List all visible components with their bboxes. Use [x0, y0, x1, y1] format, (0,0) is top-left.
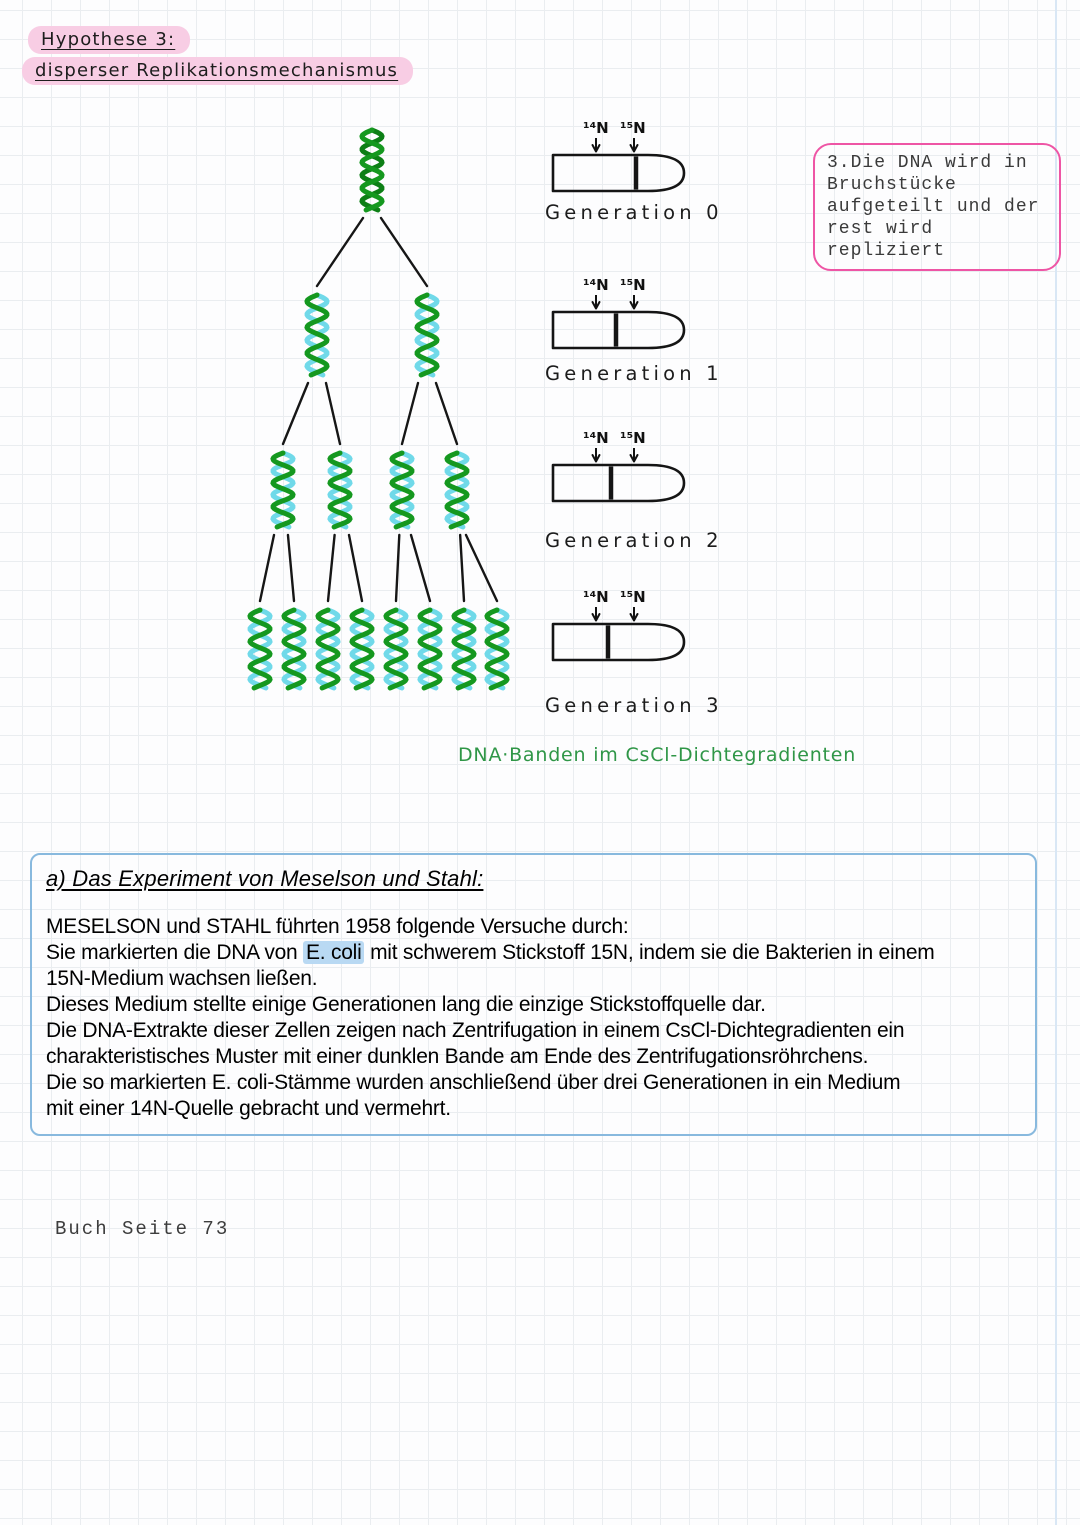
experiment-body: MESELSON und STAHL führten 1958 folgende…: [46, 914, 1021, 1122]
n14-label: ¹⁴N: [583, 119, 609, 137]
dna-helix-strand: [389, 450, 415, 530]
n14-label: ¹⁴N: [583, 276, 609, 294]
n15-label: ¹⁵N: [620, 429, 646, 447]
dna-helix-strand: [417, 607, 443, 691]
n15-arrow: [629, 301, 639, 310]
note-line: Bruchstücke: [827, 175, 957, 195]
branch-line: [347, 533, 364, 603]
branch-line: [434, 381, 459, 446]
generation-label: Generation 0: [545, 201, 723, 224]
text-segment: MESELSON und STAHL führten 1958 folgende…: [46, 915, 629, 938]
text-segment: 15N-Medium wachsen ließen.: [46, 967, 318, 990]
experiment-text-line: MESELSON und STAHL führten 1958 folgende…: [46, 914, 1021, 940]
test-tube: [551, 463, 686, 503]
dna-helix-strand: [315, 607, 341, 691]
n14-label: ¹⁴N: [583, 588, 609, 606]
text-segment: mit einer 14N-Quelle gebracht und vermeh…: [46, 1097, 451, 1120]
text-segment: charakteristisches Muster mit einer dunk…: [46, 1045, 869, 1068]
experiment-box: a) Das Experiment von Meselson und Stahl…: [30, 853, 1037, 1136]
n14-arrow: [591, 301, 601, 310]
page-margin-line: [1055, 0, 1057, 1525]
experiment-heading: a) Das Experiment von Meselson und Stahl…: [46, 866, 484, 891]
text-segment: mit schwerem Stickstoff 15N, indem sie d…: [364, 941, 935, 964]
branch-line: [286, 533, 296, 603]
text-segment: Die DNA-Extrakte dieser Zellen zeigen na…: [46, 1019, 905, 1042]
page-subtitle: disperser Replikationsmechanismus: [22, 57, 414, 85]
diagram-caption: DNA·Banden im CsCl-Dichtegradienten: [458, 744, 857, 766]
n15-label: ¹⁵N: [620, 276, 646, 294]
note-line: aufgeteilt und der: [827, 197, 1040, 217]
page-title: Hypothese 3:: [28, 26, 191, 54]
text-segment: Die so markierten E. coli-Stämme wurden …: [46, 1071, 901, 1094]
n15-arrow: [629, 454, 639, 463]
n14-arrow: [591, 613, 601, 622]
note-line: rest wird: [827, 219, 934, 239]
note-line: 3.Die DNA wird in: [827, 153, 1028, 173]
text-segment: Sie markierten die DNA von: [46, 941, 304, 964]
test-tube: [551, 153, 686, 193]
page-subtitle-text: disperser Replikationsmechanismus: [35, 60, 399, 81]
generation-label: Generation 2: [545, 529, 723, 552]
experiment-text-line: Dieses Medium stellte einige Generatione…: [46, 992, 1021, 1018]
n15-label: ¹⁵N: [620, 119, 646, 137]
dna-helix-strand: [383, 607, 409, 691]
experiment-text-line: Die so markierten E. coli-Stämme wurden …: [46, 1070, 1021, 1096]
dna-helix-strand: [444, 450, 470, 530]
dna-helix-strand: [484, 607, 510, 691]
branch-line: [315, 216, 365, 288]
n15-label: ¹⁵N: [620, 588, 646, 606]
n15-arrow: [629, 613, 639, 622]
branch-line: [326, 533, 336, 603]
dna-helix-strand: [247, 607, 273, 691]
branch-line: [400, 381, 420, 446]
branch-line: [464, 533, 499, 603]
generation-label: Generation 3: [545, 694, 723, 717]
n14-arrow: [591, 454, 601, 463]
dna-helix-strand: [414, 292, 440, 378]
book-page-ref: Buch Seite 73: [55, 1218, 230, 1240]
dna-helix-strand: [349, 607, 375, 691]
dna-helix-strand: [270, 450, 296, 530]
branch-line: [409, 533, 432, 603]
text-segment: Dieses Medium stellte einige Generatione…: [46, 993, 766, 1016]
branch-line: [458, 533, 466, 603]
test-tube: [551, 622, 686, 662]
test-tube: [551, 310, 686, 350]
generation-label: Generation 1: [545, 362, 723, 385]
branch-line: [394, 533, 401, 603]
dna-helix-strand: [451, 607, 477, 691]
dna-helix-strand: [359, 127, 385, 213]
n14-label: ¹⁴N: [583, 429, 609, 447]
experiment-text-line: Die DNA-Extrakte dieser Zellen zeigen na…: [46, 1018, 1021, 1044]
experiment-text-line: 15N-Medium wachsen ließen.: [46, 966, 1021, 992]
dna-helix-strand: [304, 292, 330, 378]
experiment-text-line: Sie markierten die DNA von E. coli mit s…: [46, 940, 1021, 966]
branch-line: [379, 216, 429, 288]
n15-arrow: [629, 144, 639, 153]
dna-helix-strand: [327, 450, 353, 530]
experiment-text-line: charakteristisches Muster mit einer dunk…: [46, 1044, 1021, 1070]
page-title-text: Hypothese 3:: [41, 29, 176, 50]
experiment-text-line: mit einer 14N-Quelle gebracht und vermeh…: [46, 1096, 1021, 1122]
highlighted-term: E. coli: [303, 941, 365, 964]
note-line: repliziert: [827, 241, 946, 261]
branch-line: [324, 381, 342, 446]
branch-line: [258, 533, 276, 603]
n14-arrow: [591, 144, 601, 153]
dna-helix-strand: [281, 607, 307, 691]
branch-line: [281, 381, 310, 446]
